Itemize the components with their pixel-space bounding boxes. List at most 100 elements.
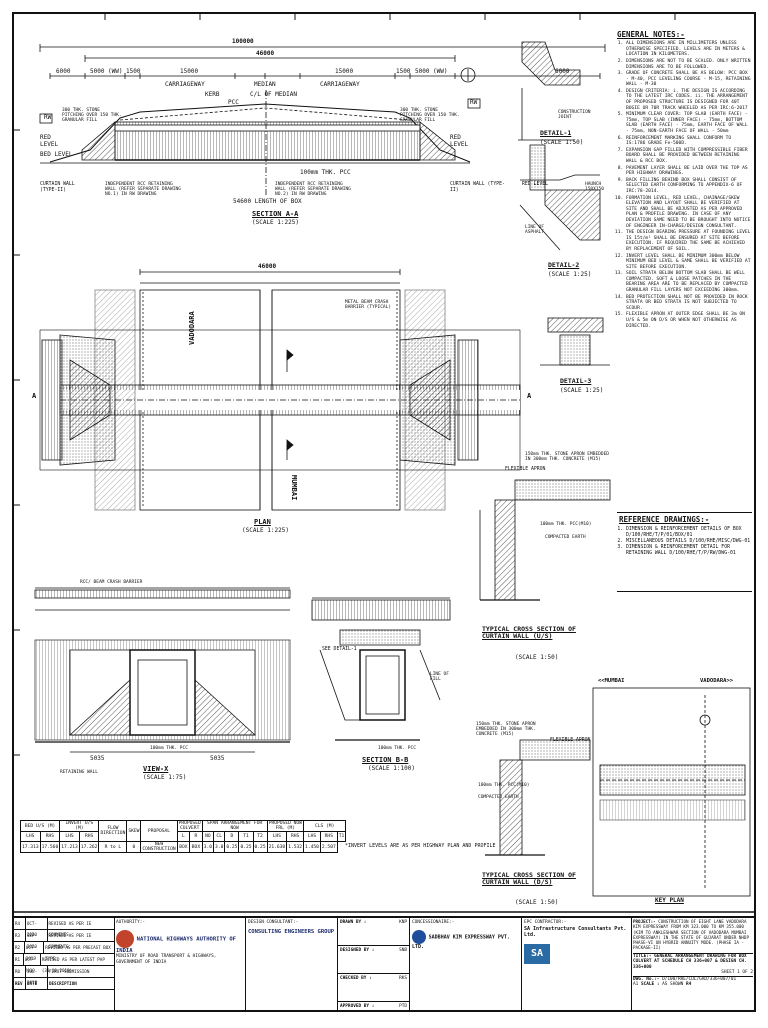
aa-dim-3: 1500 <box>126 68 141 75</box>
aa-dim-8: 6000 <box>555 68 570 75</box>
reference-drawings: REFERENCE DRAWINGS:- DIMENSION & REINFOR… <box>617 512 752 592</box>
plan-section-mark-right: A <box>527 392 532 400</box>
aa-total-width: 100000 <box>232 38 254 45</box>
aa-carriageway-left: CARRIAGEWAY <box>165 81 205 88</box>
aa-stone-pitching-left: 300 THK. STONE PITCHING OVER 150 THK. GR… <box>62 108 122 124</box>
plan-width: 46000 <box>258 263 277 270</box>
note-item: BACK FILLING BEHIND BOX SHALL CONSIST OF… <box>626 178 752 195</box>
aa-curtain-right: CURTAIN WALL (TYPE-II) <box>450 182 505 193</box>
th-culvert: PROPOSED CULVERT <box>176 820 203 832</box>
sh: LHS <box>266 831 288 842</box>
sheet-number: SHEET 1 OF 2 <box>721 970 753 975</box>
aa-bed-level: BED LEVEL <box>40 151 73 158</box>
sh: CL <box>213 831 226 842</box>
sh: T1 <box>238 831 254 842</box>
cell: 0.25 <box>252 841 268 853</box>
consultant-cell: DESIGN CONSULTANT:- CONSULTING ENGINEERS… <box>246 918 338 1012</box>
detail2-red-level: RED LEVEL <box>522 182 548 187</box>
epc-name: SA Infrastructure Consultants Pvt. Ltd. <box>524 925 627 938</box>
references-title: REFERENCE DRAWINGS:- <box>619 515 710 524</box>
note-item: ALL DIMENSIONS ARE IN MILLIMETERS UNLESS… <box>626 41 752 58</box>
authority-name: NATIONAL HIGHWAYS AUTHORITY OF INDIA <box>116 936 236 954</box>
plan-towards-vadodara: VADODARA <box>188 311 196 345</box>
th-frl: PROPOSED NOW FRL (M) <box>266 820 305 832</box>
authority-cell: AUTHORITY:- NATIONAL HIGHWAYS AUTHORITY … <box>114 918 246 1012</box>
sa-logo-icon: SA <box>524 944 550 964</box>
aa-cl-median: C/L OF MEDIAN <box>250 91 297 98</box>
note-item: DESIGN CRITERIA: i. THE DESIGN IS ACCORD… <box>626 89 752 111</box>
role-row: DRAWN BY :KNP <box>338 918 409 946</box>
key-title: KEY PLAN <box>655 897 684 904</box>
sh: NO <box>201 831 215 842</box>
bb-see-detail: SEE DETAIL-1 <box>322 647 357 652</box>
cell: 0 <box>126 841 142 853</box>
us-scale: (SCALE 1:50) <box>515 654 559 661</box>
roles-cell: DRAWN BY :KNP DESIGNED BY :SNB CHECKED B… <box>338 918 410 1012</box>
scale-label: SCALE : <box>640 982 660 987</box>
cell: 21.630 <box>266 841 288 853</box>
aa-rcc-wall-left: INDEPENDENT RCC RETAINING WALL (REFER SE… <box>105 182 181 198</box>
sh: LHS <box>303 831 321 842</box>
title-label: TITLE:- <box>633 953 652 959</box>
cell: 1.450 <box>303 841 321 853</box>
cell: 3.0 <box>213 841 226 853</box>
concessionaire-label: CONCESSIONAIRE:- <box>412 920 455 925</box>
scale-value: AS SHOWN <box>662 982 684 987</box>
level-table-note: *INVERT LEVELS ARE AS PER HIGHWAY PLAN A… <box>345 843 496 849</box>
aa-dim-4: 15000 <box>180 68 199 75</box>
aa-dim-2: 5000 (WW) <box>90 68 123 75</box>
rev-value: R4 <box>685 982 692 987</box>
dwg-no: D/100/RHE/CUL/GAD/336+007/01 <box>662 976 737 982</box>
plan-scale: (SCALE 1:225) <box>242 527 289 534</box>
th-cls: CLS (M) <box>303 820 347 832</box>
sh: R <box>189 831 203 842</box>
aa-rcc-wall-right: INDEPENDENT RCC RETAINING WALL (REFER SE… <box>275 182 351 198</box>
th-proposal: PROPOSAL <box>140 820 178 842</box>
note-item: PAVEMENT LAYER SHALL BE LAID OVER THE TO… <box>626 166 752 177</box>
sh: RHS <box>319 831 338 842</box>
bb-pcc: 100mm THK. PCC <box>378 746 416 751</box>
level-table: BED U/S (M) INVERT U/S (M) FLOW DIRECTIO… <box>19 820 347 853</box>
cell: BOX <box>189 841 203 853</box>
sh: D <box>224 831 240 842</box>
aa-pcc: PCC <box>228 99 239 106</box>
bb-title: SECTION B-B <box>362 756 409 764</box>
note-item: EXPANSION GAP FILLED WITH COMPRESSIBLE F… <box>626 148 752 165</box>
sh: T2 <box>252 831 268 842</box>
plan-metal-beam: METAL BEAM CRASH BARRIER (TYPICAL) <box>345 300 392 311</box>
ds-flexible-apron: FLEXIBLE APRON <box>550 738 591 743</box>
sh: RHS <box>286 831 305 842</box>
th-skew: SKEW <box>126 820 142 842</box>
note-item: MINIMUM CLEAR COVER: TOP SLAB (EARTH FAC… <box>626 112 752 134</box>
general-notes: GENERAL NOTES:- ALL DIMENSIONS ARE IN MI… <box>617 30 752 330</box>
role-row: APPROVED BY :PTD <box>340 1004 407 1009</box>
aa-dim-1: 6000 <box>56 68 71 75</box>
ds-scale: (SCALE 1:50) <box>515 899 559 906</box>
detail2-asphalt: LINE OF ASPHALT <box>525 225 544 236</box>
sh: T1 <box>336 831 347 842</box>
viewx-parapet: RCC/ BEAM CRASH BARRIER <box>80 580 143 585</box>
us-flexible-apron: FLEXIBLE APRON <box>505 467 546 472</box>
detail2-scale: (SCALE 1:25) <box>548 271 592 278</box>
aa-red-level-right: RED LEVEL <box>450 134 469 148</box>
project-text: CONSTRUCTION OF EIGHT LANE VADODARA KIM … <box>633 919 749 951</box>
epc-cell: EPC CONTRACTOR:- SA Infrastructure Consu… <box>522 918 632 1012</box>
concessionaire-name: SADBHAV KIM EXPRESSWAY PVT. LTD. <box>412 934 510 950</box>
consultant-name: CONSULTING ENGINEERS GROUP <box>248 928 335 935</box>
detail1-title: DETAIL-1 <box>540 129 572 137</box>
plan-towards-mumbai: MUMBAI <box>290 475 298 501</box>
aa-red-level-left: RED LEVEL <box>40 134 59 148</box>
section-aa-scale: (SCALE 1:225) <box>252 219 299 226</box>
note-item: FORMATION LEVEL, RED LEVEL, CHAINAGE/SKE… <box>626 196 752 230</box>
sh: L <box>176 831 191 842</box>
reference-item: DIMENSION & REINFORCEMENT DETAILS OF BOX… <box>626 527 752 539</box>
note-item: SOIL STRATA BELOW BOTTOM SLAB SHALL BE W… <box>626 271 752 293</box>
